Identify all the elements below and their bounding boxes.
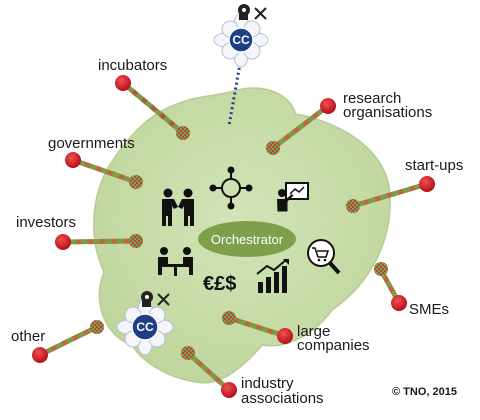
inner-node-industry [181,346,195,360]
label-incubators: incubators [98,57,167,74]
label-other: other [11,328,45,345]
cc-top-label: CC [232,33,250,47]
label-startups: start-ups [405,157,463,174]
label-governments: governments [48,135,135,152]
inner-node-governments [129,175,143,189]
label-investors: investors [16,214,76,231]
cc-top-link [227,57,243,127]
shopping-search-icon [307,239,341,275]
connector-incubators [121,81,185,135]
connector-other [38,324,99,358]
handshake-icon [162,188,194,226]
network-icon [209,166,253,210]
node-startups [419,176,435,192]
inner-node-large [222,311,236,325]
node-investors [55,234,71,250]
inner-node-investors [129,234,143,248]
outer-nodes [32,75,435,398]
inner-node-other [90,320,104,334]
meeting-icon [158,247,193,276]
gear-head-icon [238,4,250,20]
label-research-1: research [343,90,401,107]
connector-large [228,315,286,339]
orchestrator: Orchestrator [198,221,296,257]
label-smes: SMEs [409,301,449,318]
inner-nodes [90,126,388,360]
inner-node-incubators [176,126,190,140]
cc-bottom-label: CC [136,320,154,334]
inner-node-startups [346,199,360,213]
label-large-2: companies [297,337,370,354]
orchestrator-label: Orchestrator [211,232,284,247]
node-industry [221,382,237,398]
label-research-2: organisations [343,104,432,121]
currency-icon: €£$ [203,273,236,295]
node-incubators [115,75,131,91]
presenter-icon [277,182,309,212]
node-smes [391,295,407,311]
inner-node-research [266,141,280,155]
node-other [32,347,48,363]
node-research [320,98,336,114]
tools-icon-bottom [157,293,170,306]
connector-lines [38,81,428,392]
copyright: © TNO, 2015 [392,386,457,398]
cc-bottom: CC [116,291,174,356]
node-governments [65,152,81,168]
inner-node-smes [374,262,388,276]
label-industry-1: industry [241,375,294,392]
tools-icon [254,7,267,20]
gear-head-icon-bottom [141,291,153,307]
node-large [277,328,293,344]
cc-top: CC [213,4,269,68]
stakeholder-labels: incubators research organisations govern… [11,57,463,407]
label-large-1: large [297,323,330,340]
label-industry-2: associations [241,390,324,407]
growth-chart-icon [256,259,289,293]
connector-industry [186,351,231,392]
